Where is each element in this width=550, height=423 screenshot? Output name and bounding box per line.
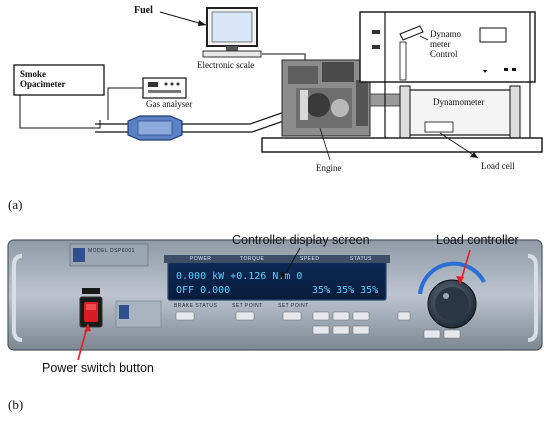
smoke-opacimeter-box (13, 64, 105, 96)
header-status: STATUS (350, 256, 372, 262)
label-dynamometer: Dynamometer (433, 97, 485, 107)
test-bench-schematic (13, 7, 543, 161)
annotation-controller-display: Controller display screen (232, 233, 370, 247)
set-point-button-1[interactable] (235, 311, 255, 321)
panel-button-6[interactable] (352, 311, 370, 321)
lcd-line-1-right: 35% 35% 35% (312, 285, 379, 296)
label-dynamo-control-3: Control (430, 49, 458, 59)
annotation-power-switch: Power switch button (42, 361, 154, 375)
label-brake-status: BRAKE STATUS (174, 303, 218, 309)
header-torque: TORQUE (240, 256, 265, 262)
panel-letter-a: (a) (8, 197, 23, 212)
label-dynamo-control-2: meter (430, 39, 451, 49)
engine-block (281, 59, 371, 137)
panel-letter-b: (b) (8, 397, 24, 412)
label-smoke: Smoke (20, 69, 47, 79)
fuel-arrow (159, 11, 207, 26)
label-engine: Engine (316, 163, 342, 173)
exhaust-filter-icon (127, 115, 183, 141)
annotation-load-controller: Load controller (436, 233, 519, 247)
label-electronic-scale: Electronic scale (197, 60, 255, 70)
right-handle (527, 254, 538, 342)
label-dynamo-control-1: Dynamo (430, 29, 461, 39)
panel-buttons (175, 311, 461, 339)
model-text: MODEL DSP6001 (88, 248, 135, 254)
lcd-line-2: OFF 0.000 (176, 285, 231, 296)
dynamometer-cabinet (359, 11, 536, 140)
controller-photo (7, 239, 543, 361)
computer-monitor-icon (202, 7, 262, 58)
label-fuel: Fuel (134, 5, 153, 16)
test-bed-base (261, 137, 543, 153)
label-gas-analyser: Gas analyser (146, 99, 193, 109)
label-set-point-1: SET POINT (232, 303, 263, 309)
load-controller-knob[interactable] (418, 261, 486, 329)
figure-a-schematic: Fuel Electronic scale Smoke Opacimeter G… (8, 5, 543, 212)
header-power: POWER (190, 256, 212, 262)
panel-button-5[interactable] (332, 311, 350, 321)
gas-analyser-icon (142, 77, 187, 99)
panel-button-4[interactable] (312, 311, 330, 321)
label-load-cell: Load cell (481, 161, 515, 171)
figure-b-photo: 0.000 kW +0.126 N.m 0 35% 35% 35% OFF 0.… (0, 222, 550, 418)
brake-status-button[interactable] (175, 311, 195, 321)
header-speed: SPEED (300, 256, 320, 262)
set-point-button-2[interactable] (282, 311, 302, 321)
lcd-line-1: 0.000 kW +0.126 N.m 0 (176, 271, 303, 282)
label-opacimeter: Opacimeter (20, 79, 66, 89)
label-set-point-2: SET POINT (278, 303, 309, 309)
left-handle (12, 254, 23, 342)
